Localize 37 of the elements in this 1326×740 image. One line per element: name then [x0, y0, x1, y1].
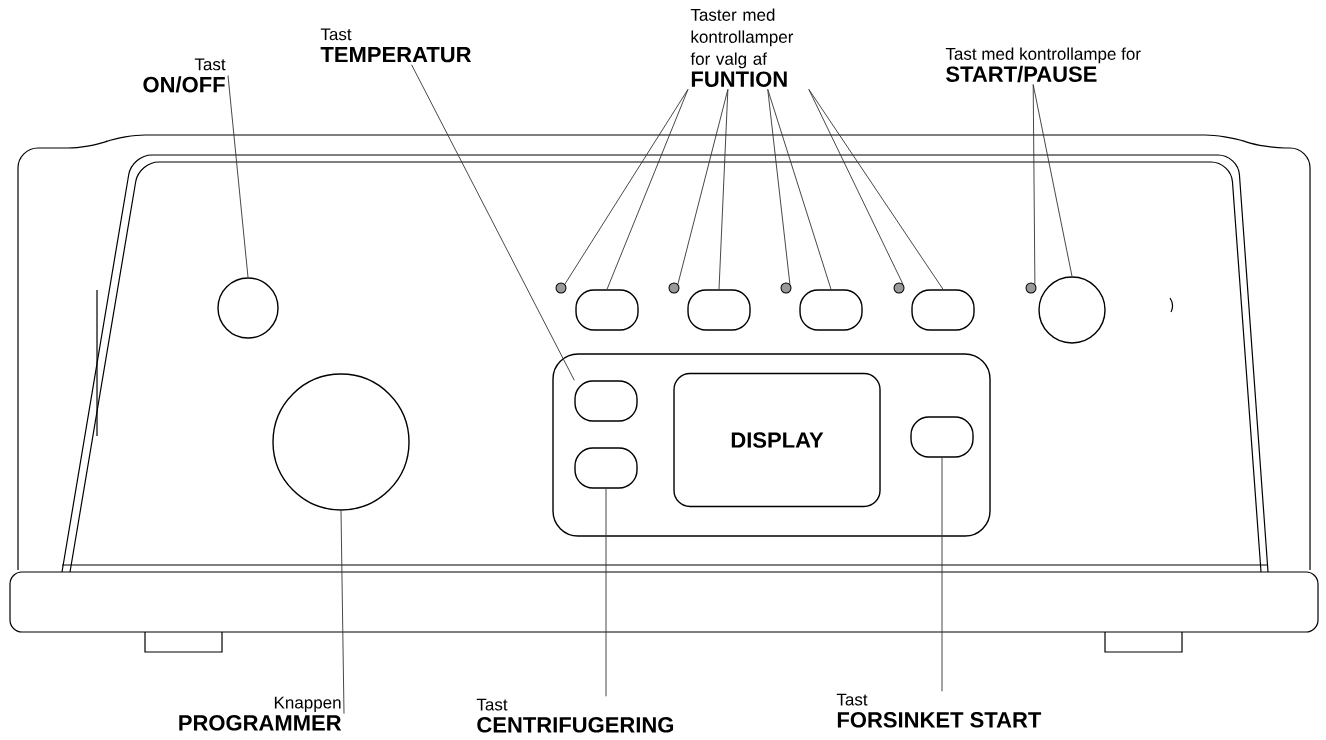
leader-line: [767, 88, 832, 290]
leader-line: [808, 88, 904, 285]
indicator-lamp: [893, 282, 905, 294]
callout-label: Tast TEMPERATUR: [320, 28, 472, 63]
oval-button: [911, 289, 975, 331]
oval-button: [910, 416, 974, 458]
indicator-lamp: [668, 282, 680, 294]
oval-button: [574, 380, 638, 422]
leader-line: [941, 457, 943, 692]
leader-line: [227, 75, 249, 278]
leader-line: [411, 64, 575, 381]
callout-label: Tast med kontrollampe for START/PAUSE: [945, 47, 1141, 83]
round-button: [1038, 276, 1106, 344]
leader-line: [606, 88, 689, 290]
rotary-knob: [272, 373, 410, 511]
oval-button: [575, 289, 639, 331]
leader-line: [340, 510, 345, 715]
indicator-lamp: [1025, 282, 1037, 294]
indicator-lamp: [780, 282, 792, 294]
callout-label: Knappen PROGRAMMER: [179, 696, 342, 731]
callout-label: Taster med kontrollamper for valg af FUNTION: [690, 8, 794, 87]
leader-line: [808, 88, 944, 290]
leader-line: [605, 488, 607, 697]
oval-button: [799, 289, 863, 331]
display-screen: DISPLAY: [673, 372, 881, 508]
button-panel: [552, 353, 991, 537]
oval-button: [574, 447, 638, 489]
round-button: [217, 277, 279, 339]
leader-line: [564, 88, 689, 285]
oval-button: [687, 289, 751, 331]
leader-line: [767, 88, 791, 285]
leader-line: [1032, 84, 1073, 277]
callout-label: Tast CENTRIFUGERING: [476, 698, 674, 733]
callout-label: Tast FORSINKET START: [836, 693, 1042, 728]
indicator-lamp: [555, 282, 567, 294]
callout-label: Tast ON/OFF: [143, 58, 226, 93]
leader-line: [718, 88, 729, 290]
